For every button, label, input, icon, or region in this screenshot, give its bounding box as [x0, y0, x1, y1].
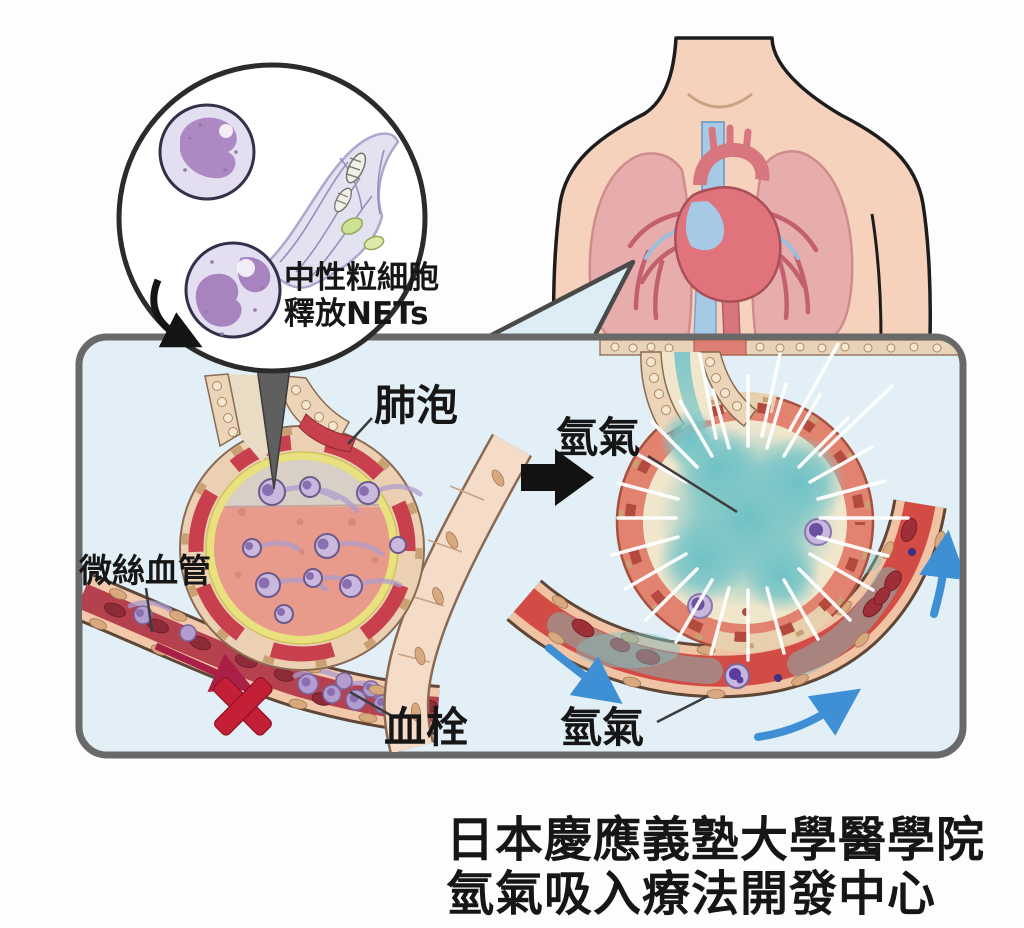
- right-alveolus: [610, 342, 910, 662]
- inset-label-line2: 釋放NETs: [284, 296, 429, 332]
- caption-line1: 日本慶應義塾大學醫學院: [446, 812, 985, 868]
- label-hydrogen-bottom: 氫氣: [560, 703, 644, 752]
- thrombus-leader: [349, 690, 393, 718]
- flow-arrow-icon: [545, 644, 623, 704]
- caption-line2: 氫氣吸入療法開發中心: [446, 866, 936, 922]
- wall-cell-nuclei: [181, 427, 423, 669]
- nets-web: [266, 132, 400, 289]
- blood-vessel-flowing: [506, 499, 947, 699]
- neutrophil-inset: 中性粒細胞 釋放NETs: [116, 62, 439, 374]
- leader-lines: [144, 417, 738, 724]
- bacteria: [334, 152, 385, 251]
- red-capillary-crescents: [188, 434, 416, 662]
- label-hydrogen-top: 氫氣: [556, 413, 640, 462]
- blocked-x-icon: [213, 677, 273, 736]
- heart: [674, 121, 782, 339]
- neutrophil-in-vessel: [724, 548, 916, 689]
- gas-diffusion-rays: [610, 342, 910, 662]
- wall-red-spots: [625, 402, 865, 642]
- zoom-callout-wedge: [478, 259, 636, 343]
- neutrophil-releasing-nets: [184, 241, 282, 339]
- flow-arrows: [545, 529, 960, 741]
- hydrogen-top-leader: [647, 454, 738, 514]
- caption: 日本慶應義塾大學醫學院 氫氣吸入療法開發中心: [446, 812, 985, 922]
- alveolar-duct: [640, 351, 758, 438]
- left-alveolus: [179, 373, 425, 671]
- inset-label-line1: 中性粒細胞: [284, 260, 439, 296]
- capillary-leader: [144, 587, 154, 633]
- clot-flow-arrow-icon: [154, 642, 255, 692]
- transition-arrow-icon: [521, 449, 594, 506]
- droplets: [234, 508, 379, 579]
- neck-crease: [687, 92, 753, 109]
- arrow-down-icon: [150, 278, 203, 348]
- flow-arrow-icon: [754, 688, 861, 741]
- label-alveolus: 肺泡: [374, 381, 458, 430]
- hydrogen-gas-cloud: [657, 410, 846, 613]
- right-armpit-line: [870, 213, 883, 339]
- alveolus-leader: [347, 417, 373, 445]
- empty-vessel: [383, 433, 533, 752]
- flow-arrow-icon: [919, 529, 960, 618]
- alveolar-neutrophils: [234, 476, 423, 624]
- label-capillary: 微絲血管: [78, 551, 211, 590]
- red-blood-cells: [571, 517, 918, 665]
- gas-wisp: [576, 632, 680, 668]
- neutrophil-cell: [158, 103, 256, 201]
- hydrogen-bottom-leader: [656, 694, 709, 724]
- label-thrombus: 血栓: [384, 703, 468, 752]
- gas-column: [674, 352, 706, 430]
